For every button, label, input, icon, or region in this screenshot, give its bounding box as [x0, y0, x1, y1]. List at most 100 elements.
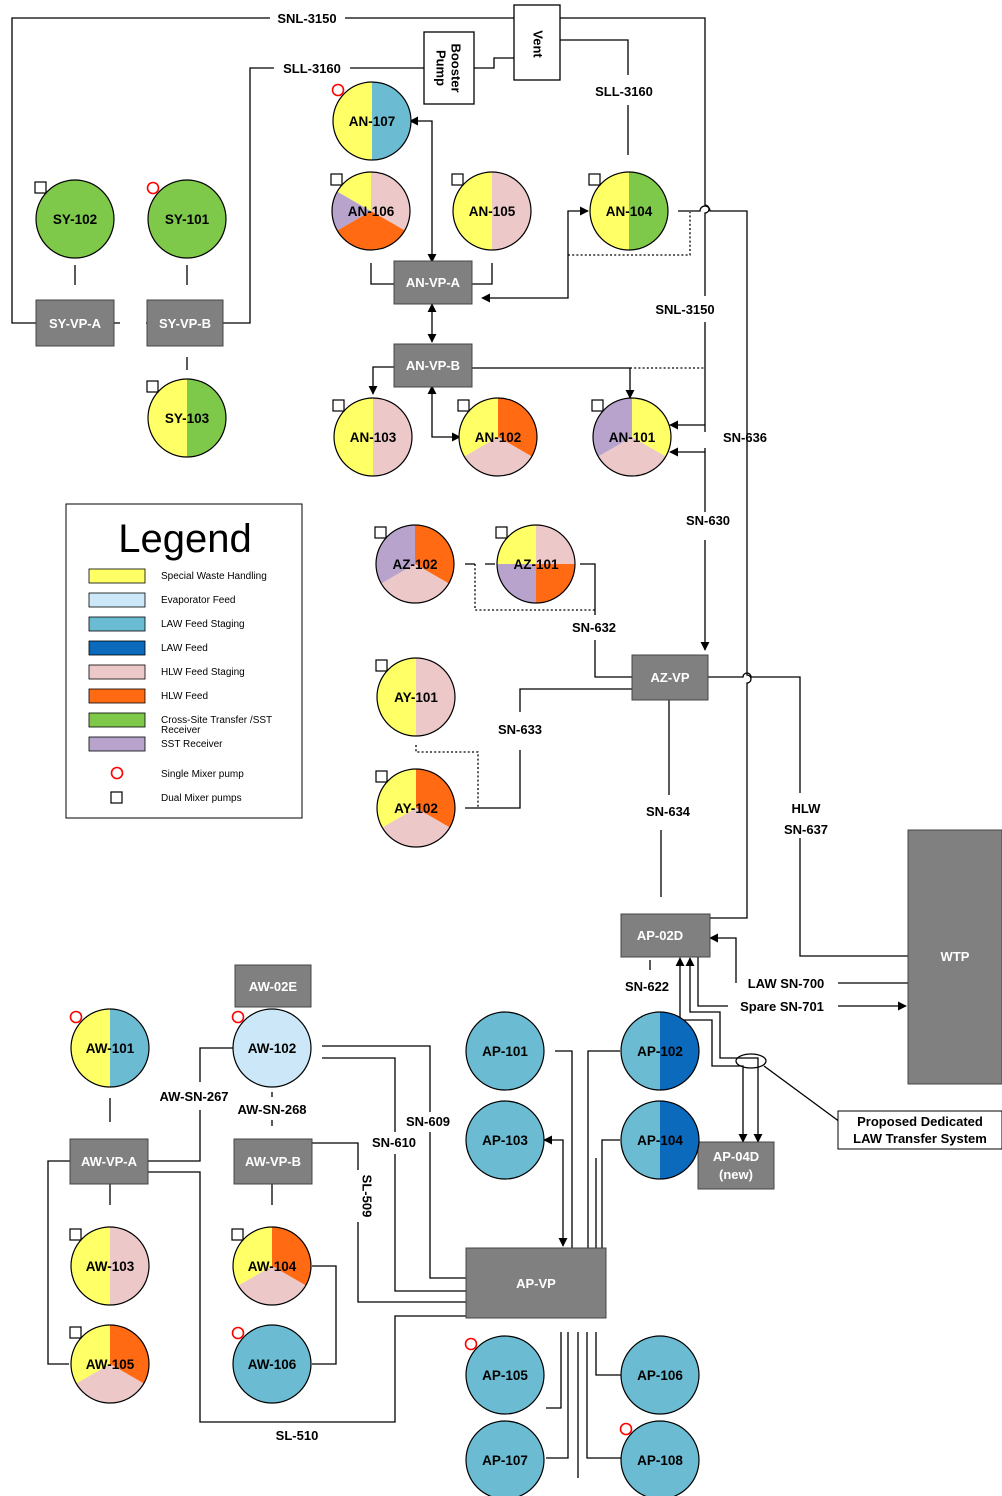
tank-label: AN-105 [469, 204, 516, 219]
pipe-aw-left-loop [47, 1160, 72, 1365]
label-aw-sn-267: AW-SN-267 [159, 1089, 228, 1104]
tank-segment [464, 437, 532, 476]
tank-segment [382, 808, 450, 847]
label-sll-3160-right: SLL-3160 [595, 84, 653, 99]
tank-segment [148, 379, 187, 457]
tank-label: AZ-101 [513, 557, 559, 572]
tank-ay-101: AY-101 [375, 657, 456, 737]
tank-label: AP-104 [637, 1133, 683, 1148]
tank-label: AW-104 [248, 1259, 297, 1274]
tank-segment [466, 1012, 544, 1090]
tank-segment [232, 1227, 272, 1286]
tank-segment [621, 1336, 699, 1414]
callout-leader [763, 1065, 841, 1123]
tank-outline [620, 1011, 700, 1091]
pipe-ap102-apvp [587, 1050, 620, 1248]
tank-segment [621, 1012, 660, 1090]
tank-an-102: AN-102 [457, 397, 538, 477]
tank-ap-108: AP-108 [619, 1420, 700, 1496]
tank-sy-102: SY-102 [34, 179, 115, 259]
tank-segment [381, 564, 449, 603]
tank-outline [375, 524, 455, 604]
single-mixer-icon [331, 83, 345, 97]
tank-label: AP-105 [482, 1368, 528, 1383]
tank-segment [372, 82, 411, 160]
tank-outline [232, 1324, 312, 1404]
tank-outline [376, 768, 456, 848]
pipe-spare-sn-701 [698, 940, 906, 1006]
tank-ap-105: AP-105 [464, 1335, 545, 1415]
pipe-ay-dotted [415, 745, 479, 808]
tank-label: AW-105 [86, 1357, 135, 1372]
legend-swatch [88, 712, 146, 728]
tank-label: AN-106 [348, 204, 395, 219]
single-mixer-icon [619, 1422, 633, 1436]
label-sn-633: SN-633 [498, 722, 542, 737]
tank-an-105: AN-105 [451, 171, 532, 251]
tank-az-102: AZ-102 [374, 524, 455, 604]
legend-item-label: Special Waste Handling [161, 571, 267, 582]
tank-segment [376, 525, 415, 584]
tank-outline [465, 1335, 545, 1415]
aw-02e-label: AW-02E [249, 979, 297, 994]
callout-ellipse [735, 1053, 767, 1069]
tank-label: AW-106 [248, 1357, 297, 1372]
tank-aw-104: AW-104 [231, 1226, 312, 1306]
vent-label: Vent [531, 30, 546, 58]
tank-segment [598, 437, 666, 476]
label-sn-637: SN-637 [784, 822, 828, 837]
dual-mixer-icon [146, 380, 159, 393]
tank-an-106: AN-106 [330, 171, 411, 251]
tank-segment [632, 398, 672, 457]
tank-label: AW-101 [86, 1041, 135, 1056]
dual-mixer-icon [332, 399, 345, 412]
tank-segment [71, 1227, 110, 1305]
tank-segment [233, 1009, 311, 1087]
pipe-an104-ap02d [678, 205, 752, 919]
legend-swatch [88, 640, 146, 656]
booster-label-1: Booster [449, 43, 464, 92]
label-sl-509: SL-509 [360, 1175, 375, 1218]
tank-outline [70, 1226, 150, 1306]
tank-label: AN-107 [349, 114, 396, 129]
tank-outline [70, 1324, 150, 1404]
tank-segment [498, 398, 537, 457]
tank-segment [333, 82, 372, 160]
tank-segment [466, 1336, 544, 1414]
tank-outline [589, 171, 669, 251]
legend-swatch [88, 736, 146, 752]
wtp-label: WTP [941, 949, 970, 964]
single-mixer-icon [231, 1010, 245, 1024]
dual-mixer-icon [110, 791, 123, 804]
an-vp-b-label: AN-VP-B [406, 358, 460, 373]
tank-segment [71, 1325, 110, 1384]
legend-title: Legend [118, 517, 251, 561]
ap-02d-label: AP-02D [637, 928, 683, 943]
tank-segment [71, 1009, 110, 1087]
dual-mixer-icon [330, 173, 343, 186]
aw-vp-a-label: AW-VP-A [81, 1154, 138, 1169]
tank-label: AY-102 [394, 801, 438, 816]
tank-segment [497, 564, 536, 603]
legend-swatch [88, 616, 146, 632]
dual-mixer-icon [375, 659, 388, 672]
valve-pits: Vent Booster Pump SY-VP-A SY-VP-B AN-VP-… [35, 4, 1002, 1319]
tank-outline [232, 1226, 312, 1306]
label-sn-634: SN-634 [646, 804, 691, 819]
tank-label: AY-101 [394, 690, 438, 705]
tank-segment [36, 180, 114, 258]
single-mixer-icon [146, 181, 160, 195]
tank-outline [232, 1008, 312, 1088]
legend-swatch [88, 592, 146, 608]
label-sn-630: SN-630 [686, 513, 730, 528]
tank-ap-101: AP-101 [465, 1011, 545, 1091]
tank-segment [110, 1227, 149, 1305]
label-sn-610: SN-610 [372, 1135, 416, 1150]
dual-mixer-icon [495, 526, 508, 539]
pipe-ap101-apvp [555, 1050, 573, 1248]
pipe-az-dotted [474, 564, 595, 611]
tank-aw-105: AW-105 [69, 1324, 150, 1404]
sy-vp-b-label: SY-VP-B [159, 316, 211, 331]
tank-outline [620, 1100, 700, 1180]
